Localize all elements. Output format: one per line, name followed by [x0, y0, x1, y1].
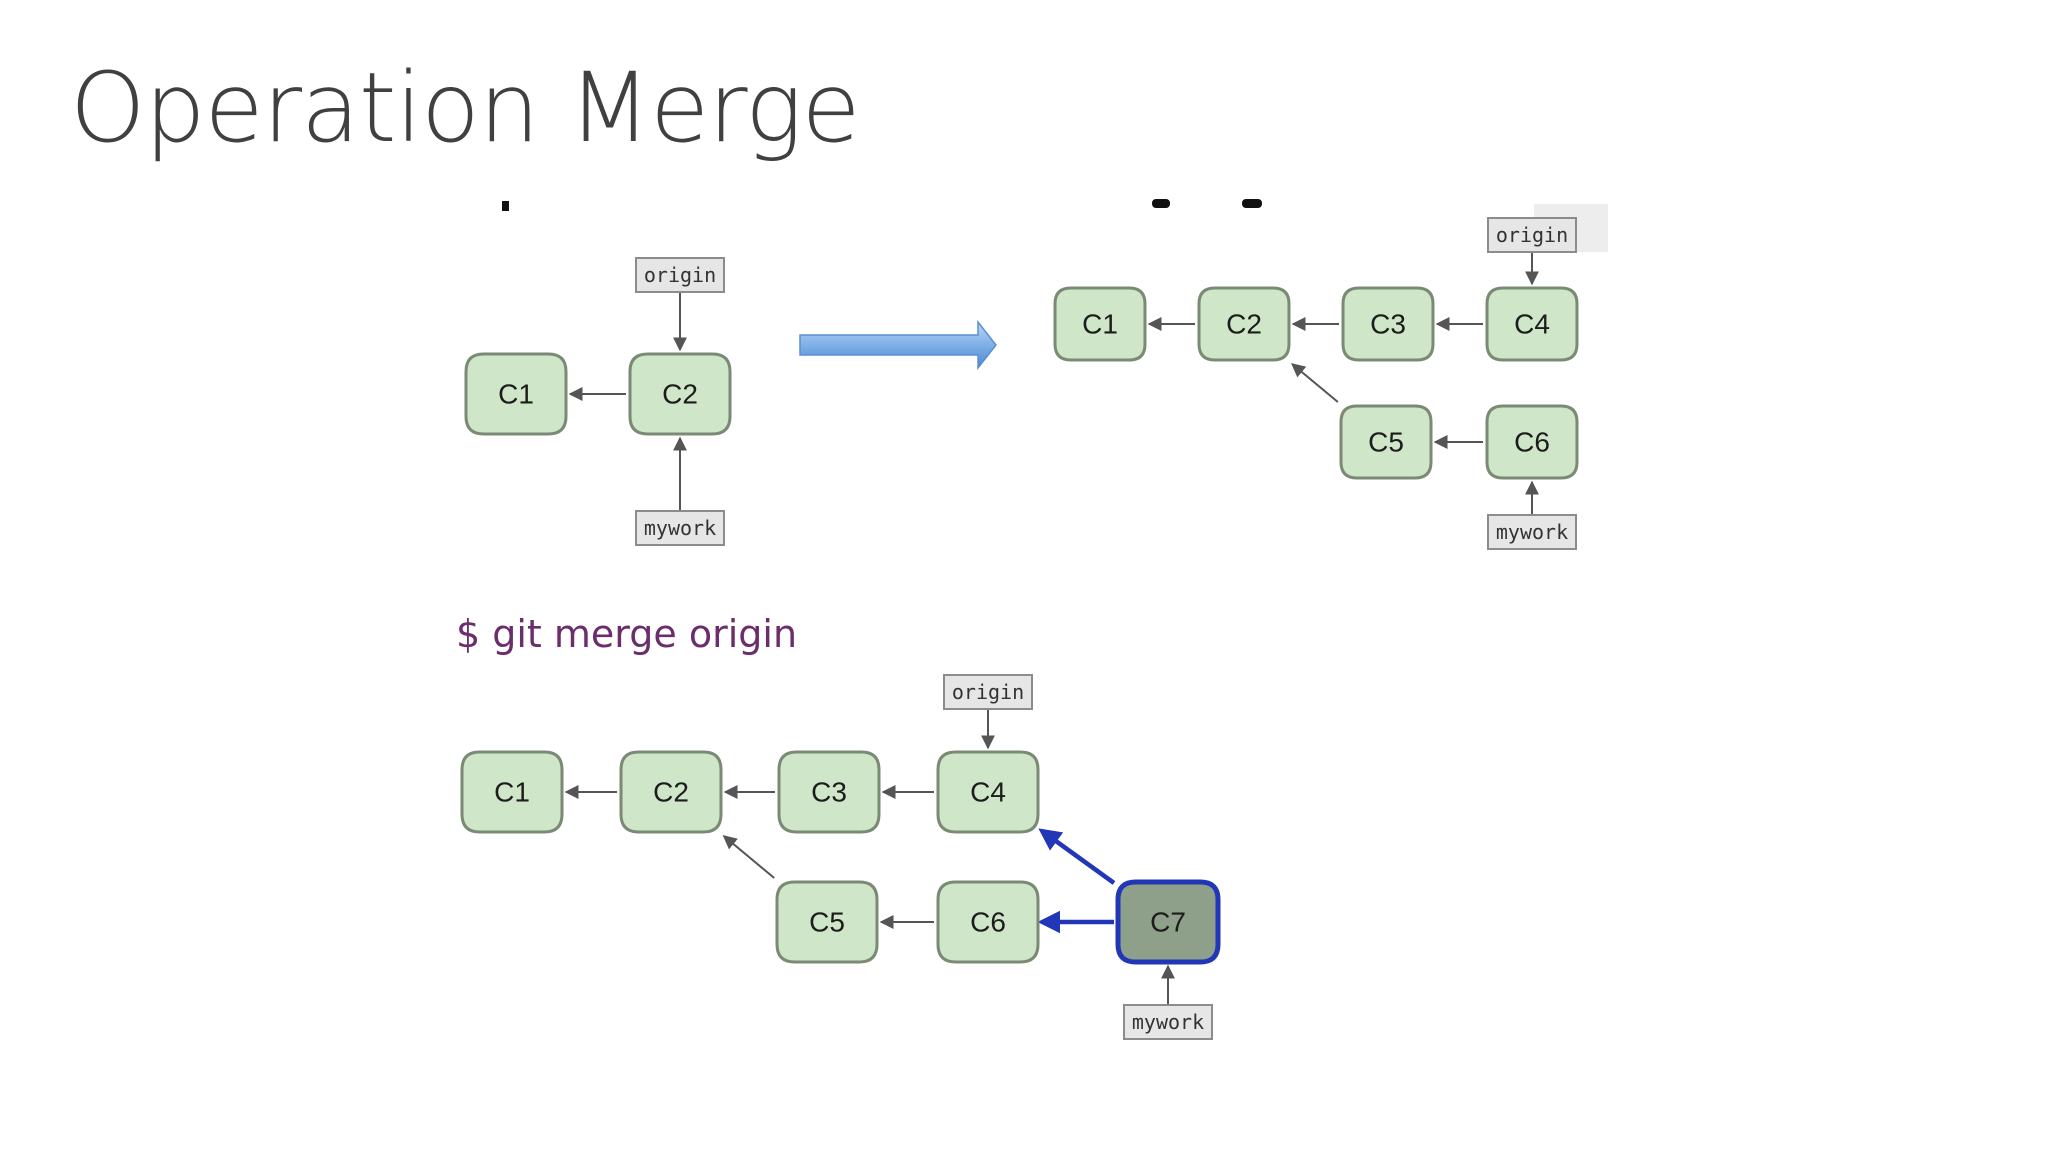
ref-origin-after-work: origin — [1487, 217, 1577, 253]
commit-c1-after-work: C1 — [1053, 286, 1147, 362]
commit-c6-merged: C6 — [936, 880, 1040, 964]
commit-c5-merged: C5 — [775, 880, 879, 964]
commit-node-shape — [619, 750, 723, 834]
ref-label: origin — [952, 680, 1024, 704]
commit-c2-merged: C2 — [619, 750, 723, 834]
commit-c1-merged: C1 — [460, 750, 564, 834]
commit-label: C6 — [1514, 427, 1550, 458]
commit-label: C7 — [1150, 907, 1186, 938]
edges-layer — [564, 252, 1539, 1005]
commit-node-shape — [1115, 879, 1221, 965]
ref-label: mywork — [1132, 1010, 1204, 1034]
commit-c6-after-work: C6 — [1485, 404, 1579, 480]
commit-node-shape — [1485, 286, 1579, 362]
ref-label: mywork — [1496, 520, 1568, 544]
commit-label: C4 — [970, 777, 1006, 808]
commit-node-shape — [775, 880, 879, 964]
commit-node-shape — [1053, 286, 1147, 362]
commit-c3-after-work: C3 — [1341, 286, 1435, 362]
git-merge-command: $ git merge origin — [456, 612, 797, 656]
transition-arrow — [799, 319, 997, 371]
commit-c4-merged: C4 — [936, 750, 1040, 834]
commit-label: C1 — [1082, 309, 1118, 340]
ref-box — [1487, 217, 1577, 253]
commit-label: C2 — [653, 777, 689, 808]
commit-node-shape — [1341, 286, 1435, 362]
commit-label: C3 — [1370, 309, 1406, 340]
ref-label: mywork — [644, 516, 716, 540]
commit-c5-after-work: C5 — [1339, 404, 1433, 480]
ref-origin-before: origin — [635, 257, 725, 293]
edge-merged-C7-to-C4 — [1038, 828, 1116, 885]
commit-node-shape — [464, 352, 568, 436]
commit-c1-before: C1 — [464, 352, 568, 436]
ref-box — [943, 674, 1033, 710]
commit-node-shape — [936, 880, 1040, 964]
ref-box — [1123, 1004, 1213, 1040]
commit-node-shape — [1485, 404, 1579, 480]
commit-label: C2 — [662, 379, 698, 410]
ref-box — [635, 257, 725, 293]
commit-node-shape — [1197, 286, 1291, 362]
commit-c3-merged: C3 — [777, 750, 881, 834]
commit-label: C4 — [1514, 309, 1550, 340]
commit-c2-after-work: C2 — [1197, 286, 1291, 362]
commit-label: C2 — [1226, 309, 1262, 340]
commit-node-shape — [628, 352, 732, 436]
slide-title: Operation Merge — [70, 52, 861, 164]
commit-node-shape — [460, 750, 564, 834]
commit-c4-after-work: C4 — [1485, 286, 1579, 362]
ref-box — [1487, 514, 1577, 550]
commit-label: C5 — [1368, 427, 1404, 458]
commit-label: C5 — [809, 907, 845, 938]
commit-node-shape — [936, 750, 1040, 834]
commit-node-shape — [1339, 404, 1433, 480]
cropped-heading-fragments — [502, 199, 1608, 252]
refs-layer: origin mywork origin mywork origin mywork — [635, 217, 1577, 1040]
ref-box — [635, 510, 725, 546]
commit-c2-before: C2 — [628, 352, 732, 436]
edge-merged-C5-to-C2 — [722, 835, 775, 879]
ref-label: origin — [1496, 223, 1568, 247]
commit-c7-merged: C7 — [1115, 879, 1221, 965]
ref-label: origin — [644, 263, 716, 287]
ref-mywork-merged: mywork — [1123, 1004, 1213, 1040]
commit-label: C1 — [494, 777, 530, 808]
commit-label: C3 — [811, 777, 847, 808]
ref-mywork-after-work: mywork — [1487, 514, 1577, 550]
commit-node-shape — [777, 750, 881, 834]
ref-mywork-before: mywork — [635, 510, 725, 546]
commit-label: C6 — [970, 907, 1006, 938]
ref-origin-merged: origin — [943, 674, 1033, 710]
commit-label: C1 — [498, 379, 534, 410]
edge-after-work-C5-to-C2 — [1291, 363, 1339, 403]
